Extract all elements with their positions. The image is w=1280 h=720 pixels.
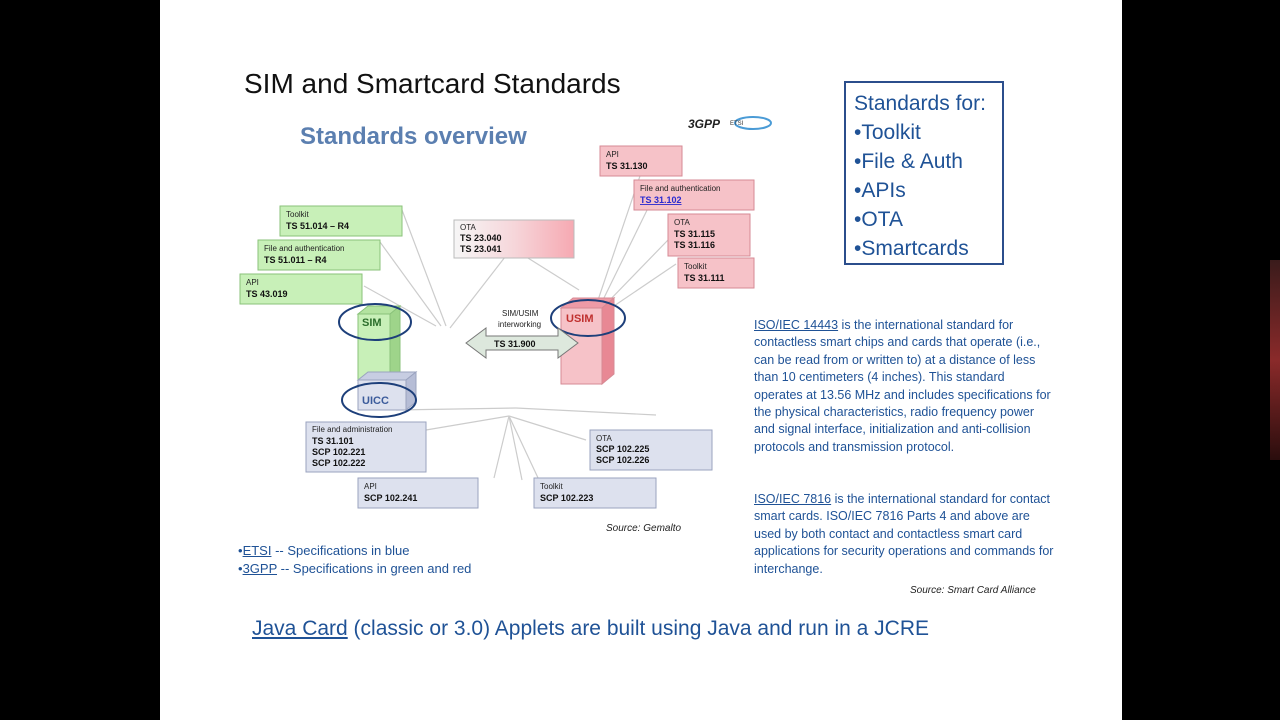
- iso14443-paragraph: ISO/IEC 14443 is the international stand…: [754, 317, 1054, 456]
- sim-ring: [338, 303, 412, 341]
- 3gpp-link[interactable]: 3GPP: [242, 561, 278, 576]
- blue-box-toolkit-spec: SCP 102.223: [540, 493, 593, 503]
- usim-label: USIM: [566, 313, 594, 325]
- iso7816-link[interactable]: ISO/IEC 7816: [754, 492, 832, 506]
- ota-center-box: [453, 219, 575, 259]
- callout-item: •APIs: [854, 179, 906, 202]
- blue-box-file-admin-title: File and administration: [312, 425, 392, 434]
- callout-heading: Standards for:: [854, 92, 986, 115]
- red-box-api-spec: TS 31.130: [606, 161, 648, 171]
- legend-bullet: •: [238, 543, 243, 558]
- blue-box-api-spec: SCP 102.241: [364, 493, 417, 503]
- blue-box-file-admin-spec1: TS 31.101: [312, 436, 354, 446]
- ota-center-spec2: TS 23.041: [460, 244, 502, 254]
- interworking-arrow: [465, 327, 579, 359]
- usim-ring: [550, 299, 626, 337]
- java-card-link[interactable]: Java Card: [252, 617, 348, 640]
- callout-item: •Toolkit: [854, 121, 921, 144]
- legend: •ETSI -- Specifications in blue •3GPP --…: [238, 542, 471, 578]
- callout-item: •Smartcards: [854, 237, 969, 260]
- interwork-spec: TS 31.900: [494, 339, 536, 349]
- red-box-toolkit: [677, 257, 755, 289]
- paragraph-source: Source: Smart Card Alliance: [910, 585, 1036, 596]
- blue-box-toolkit: [533, 477, 657, 509]
- blue-box-ota-title: OTA: [596, 434, 613, 443]
- uicc-ring: [341, 382, 417, 418]
- diagram-heading: Standards overview: [300, 123, 527, 150]
- etsi-link[interactable]: ETSI: [242, 543, 272, 558]
- blue-box-ota: [589, 429, 713, 471]
- ota-center-spec1: TS 23.040: [460, 233, 502, 243]
- green-box-file-auth: [257, 239, 381, 271]
- red-box-ota-title: OTA: [674, 218, 691, 227]
- legend-bullet: •: [238, 561, 243, 576]
- blue-box-toolkit-title: Toolkit: [540, 482, 563, 491]
- standards-diagram: Standards overview 3GPP ETSI Toolkit TS: [239, 116, 772, 534]
- ota-center-title: OTA: [460, 223, 477, 232]
- iso7816-paragraph: ISO/IEC 7816 is the international standa…: [754, 491, 1054, 578]
- window-edge-decoration: [1270, 260, 1280, 460]
- java-card-line: Java Card (classic or 3.0) Applets are b…: [252, 617, 929, 641]
- java-card-text: (classic or 3.0) Applets are built using…: [347, 617, 930, 640]
- blue-box-api-title: API: [364, 482, 377, 491]
- sim-label: SIM: [362, 317, 382, 329]
- legend-etsi: •ETSI -- Specifications in blue: [238, 542, 471, 560]
- etsi-logo-icon: [734, 116, 772, 130]
- blue-box-ota-spec1: SCP 102.225: [596, 444, 649, 454]
- iso14443-link[interactable]: ISO/IEC 14443: [754, 318, 839, 332]
- logo-3gpp: 3GPP: [688, 117, 721, 131]
- iso14443-text: is the international standard for contac…: [754, 318, 1051, 454]
- green-box-toolkit: [279, 205, 403, 237]
- iso7816-text: is the international standard for contac…: [754, 492, 1054, 576]
- red-box-api: [599, 145, 683, 177]
- red-box-ota-spec2: TS 31.116: [674, 240, 715, 250]
- green-box-toolkit-spec: TS 51.014 – R4: [286, 221, 349, 231]
- red-box-file-auth: [633, 179, 755, 211]
- diagram-source: Source: Gemalto: [606, 523, 681, 534]
- green-box-api: [239, 273, 363, 305]
- red-box-ota: [667, 213, 751, 257]
- interwork-line1: SIM/USIM: [502, 309, 539, 318]
- uicc-label: UICC: [362, 395, 389, 407]
- slide: SIM and Smartcard Standards Standards fo…: [160, 0, 1122, 720]
- red-box-toolkit-title: Toolkit: [684, 262, 707, 271]
- interwork-line2: interworking: [498, 320, 541, 329]
- green-box-file-auth-title: File and authentication: [264, 244, 345, 253]
- legend-3gpp: •3GPP -- Specifications in green and red: [238, 560, 471, 578]
- red-box-file-auth-spec: TS 31.102: [640, 195, 682, 205]
- callout-item: •OTA: [854, 208, 903, 231]
- red-box-file-auth-title: File and authentication: [640, 184, 721, 193]
- blue-box-file-admin-spec2: SCP 102.221: [312, 447, 365, 457]
- green-box-file-auth-spec: TS 51.011 – R4: [264, 255, 327, 265]
- blue-box-file-admin-spec3: SCP 102.222: [312, 458, 365, 468]
- legend-etsi-text: -- Specifications in blue: [271, 543, 410, 558]
- standards-callout: Standards for: •Toolkit •File & Auth •AP…: [844, 81, 1004, 265]
- blue-box-api: [357, 477, 479, 509]
- green-box-api-title: API: [246, 278, 259, 287]
- legend-3gpp-text: -- Specifications in green and red: [277, 561, 472, 576]
- blue-box-ota-spec2: SCP 102.226: [596, 455, 649, 465]
- callout-item: •File & Auth: [854, 150, 963, 173]
- slide-title: SIM and Smartcard Standards: [244, 68, 621, 99]
- green-box-toolkit-title: Toolkit: [286, 210, 309, 219]
- blue-box-file-admin: [305, 421, 427, 473]
- red-box-ota-spec1: TS 31.115: [674, 229, 715, 239]
- red-box-api-title: API: [606, 150, 619, 159]
- red-box-toolkit-spec: TS 31.111: [684, 273, 725, 283]
- green-box-api-spec: TS 43.019: [246, 289, 288, 299]
- logo-etsi: ETSI: [730, 121, 744, 127]
